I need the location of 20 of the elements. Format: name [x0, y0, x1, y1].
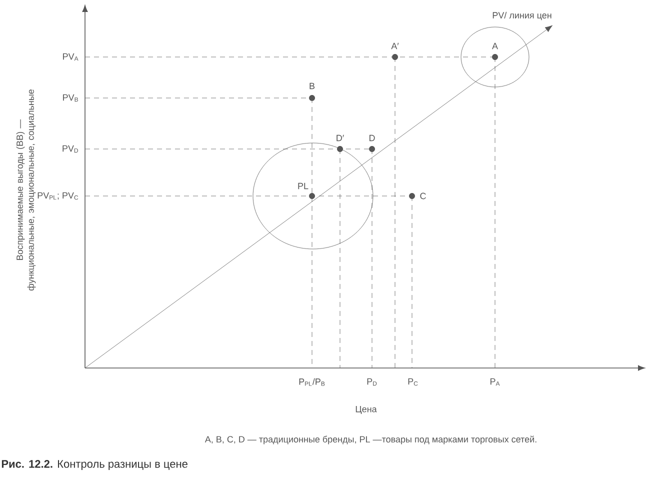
tick-label: P$_{A}$ — [490, 378, 500, 386]
tick-label: PV$_{B}$ — [63, 94, 78, 102]
point-label: A′ — [391, 42, 399, 50]
tick-label: PV$_{D}$ — [62, 145, 78, 153]
axis-title: Цена — [356, 406, 377, 414]
point-label: PL — [298, 182, 308, 190]
tick-label: P$_{C}$ — [408, 378, 418, 386]
caption: Рис. 12.2. Контроль разницы в цене — [2, 460, 188, 470]
point-label: B — [310, 82, 315, 90]
point-label: A — [492, 42, 498, 50]
note-text: A, B, C, D — традиционные бренды, PL —товары под марками торговых сетей. — [204, 436, 536, 444]
tick-label: P$_{D}$ — [367, 378, 377, 386]
axis-title: Воспринимаемые выгоды (ВВ) — функциональные, эмоциональные, социальные — [16, 90, 36, 290]
point-label: C — [420, 192, 426, 200]
tick-label: P$_{PL}$/P$_{B}$ — [299, 378, 325, 386]
point-label: D′ — [336, 134, 344, 142]
point-label: D — [370, 134, 375, 142]
tick-label: PV$_{PL}$; PV$_{C}$ — [38, 192, 78, 200]
tick-label: PV$_{A}$ — [63, 53, 78, 61]
point-label: PV/ линия цен — [492, 12, 552, 20]
